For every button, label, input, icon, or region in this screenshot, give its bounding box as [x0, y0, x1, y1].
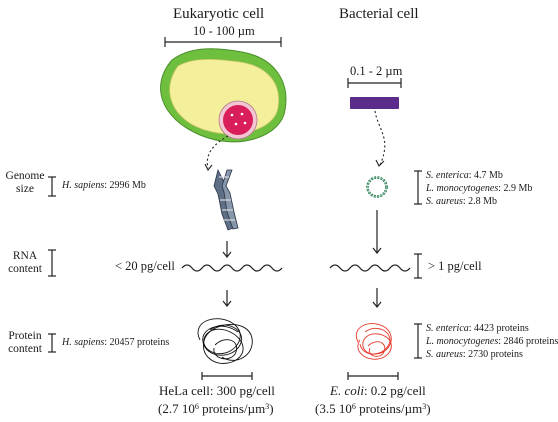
bacteria-genome-item: S. enterica: 4.7 Mb: [426, 169, 532, 182]
bacteria-protein-tangle: [355, 323, 392, 360]
bacterial-scale-label: 0.1 - 2 µm: [350, 64, 403, 78]
eukaryote-protein-species: H. sapiens: [62, 337, 105, 348]
summary-close: ): [426, 401, 431, 416]
bacteria-genome-item: S. aureus: 2.8 Mb: [426, 195, 532, 208]
plasmid: [366, 176, 388, 198]
summary-exponent: 6: [351, 402, 356, 411]
row-label-rna: RNA content: [0, 250, 60, 276]
bacterium: [350, 97, 399, 167]
genome-size: : 2.8 Mb: [462, 196, 498, 207]
summary-value: : 0.2 pg/cell: [363, 383, 426, 398]
bracket-rna-left: [48, 249, 56, 277]
bacterial-title: Bacterial cell: [339, 6, 419, 22]
eukaryote-rna-wave: [181, 264, 283, 272]
summary-prefix: (2.7 10: [158, 401, 195, 416]
bacteria-genome-rna-arrow: [372, 210, 382, 254]
bracket-genome-left: [48, 176, 56, 197]
eukaryotic-cell: [160, 48, 287, 172]
eukaryote-summary-line2: (2.7 106 proteins/µm3): [158, 401, 274, 417]
bacterial-scale-bar: [347, 78, 402, 88]
summary-prefix: (3.5 10: [315, 401, 352, 416]
bacterium-to-plasmid-arrow: [374, 110, 386, 166]
row-label-rna-line1: RNA: [12, 250, 38, 262]
bacteria-rna-protein-arrow: [372, 288, 382, 308]
bacteria-rna-wave: [329, 264, 411, 272]
bacteria-summary-line2: (3.5 106 proteins/µm3): [315, 401, 431, 417]
eukaryote-genome-value: H. sapiens: 2996 Mb: [62, 180, 146, 192]
bracket-protein-left: [48, 333, 56, 353]
bacteria-protein-item: S. aureus: 2730 proteins: [426, 348, 558, 361]
eukaryote-genome-size: : 2996 Mb: [104, 180, 146, 191]
bacteria-rna-value: > 1 pg/cell: [428, 259, 482, 273]
species-name: S. enterica: [426, 323, 469, 334]
row-label-genome: Genome size: [0, 170, 60, 196]
bacteria-genome-list: S. enterica: 4.7 Mb L. monocytogenes: 2.…: [426, 169, 532, 208]
bacteria-summary-bar: [347, 372, 399, 380]
nucleus: [218, 100, 258, 140]
summary-exponent: 6: [194, 402, 199, 411]
eukaryote-summary-line1: HeLa cell: 300 pg/cell: [159, 383, 275, 398]
eukaryotic-scale-label: 10 - 100 µm: [193, 24, 255, 38]
eukaryote-genome-rna-arrow: [222, 241, 232, 258]
protein-count: : 2730 proteins: [462, 349, 523, 360]
bacteria-protein-item: S. enterica: 4423 proteins: [426, 322, 558, 335]
bacteria-protein-list: S. enterica: 4423 proteins L. monocytoge…: [426, 322, 558, 361]
summary-close: ): [269, 401, 274, 416]
summary-unit: proteins/µm: [198, 401, 266, 416]
bacteria-summary-line1: E. coli: 0.2 pg/cell: [330, 383, 426, 399]
eukaryotic-title: Eukaryotic cell: [173, 6, 265, 22]
row-label-protein-line1: Protein: [8, 330, 42, 342]
protein-count: : 4423 proteins: [468, 323, 529, 334]
row-label-rna-line2: content: [8, 263, 42, 276]
species-name: S. aureus: [426, 349, 463, 360]
species-name: S. enterica: [426, 170, 469, 181]
eukaryotic-scale-bar: [164, 37, 282, 47]
row-label-genome-line2: size: [16, 183, 34, 196]
summary-unit-exponent: 3: [422, 402, 427, 411]
eukaryote-genome-species: H. sapiens: [62, 180, 105, 191]
bracket-protein-right: [414, 323, 422, 359]
bracket-rna-right: [414, 253, 422, 279]
row-label-protein-line2: content: [8, 343, 42, 356]
genome-size: : 2.9 Mb: [498, 183, 533, 194]
species-name: L. monocytogenes: [426, 336, 499, 347]
eukaryote-rna-protein-arrow: [222, 290, 232, 307]
eukaryote-protein-tangle: [197, 318, 253, 364]
summary-species: E. coli: [330, 383, 364, 398]
eukaryote-protein-count: : 20457 proteins: [104, 337, 170, 348]
summary-unit-exponent: 3: [265, 402, 270, 411]
chromosome: [213, 168, 239, 231]
nucleus-to-chromosome-arrow: [206, 135, 229, 169]
eukaryote-rna-value: < 20 pg/cell: [115, 259, 175, 273]
eukaryote-protein-value: H. sapiens: 20457 proteins: [62, 337, 169, 349]
row-label-protein: Protein content: [0, 330, 60, 356]
genome-size: : 4.7 Mb: [468, 170, 503, 181]
species-name: S. aureus: [426, 196, 463, 207]
row-label-genome-line1: Genome: [5, 170, 45, 182]
summary-unit: proteins/µm: [355, 401, 423, 416]
bracket-genome-right: [414, 170, 422, 205]
bacteria-protein-item: L. monocytogenes: 2846 proteins: [426, 335, 558, 348]
eukaryote-summary-bar: [201, 372, 253, 380]
bacteria-genome-item: L. monocytogenes: 2.9 Mb: [426, 182, 532, 195]
protein-count: : 2846 proteins: [498, 336, 558, 347]
species-name: L. monocytogenes: [426, 183, 499, 194]
